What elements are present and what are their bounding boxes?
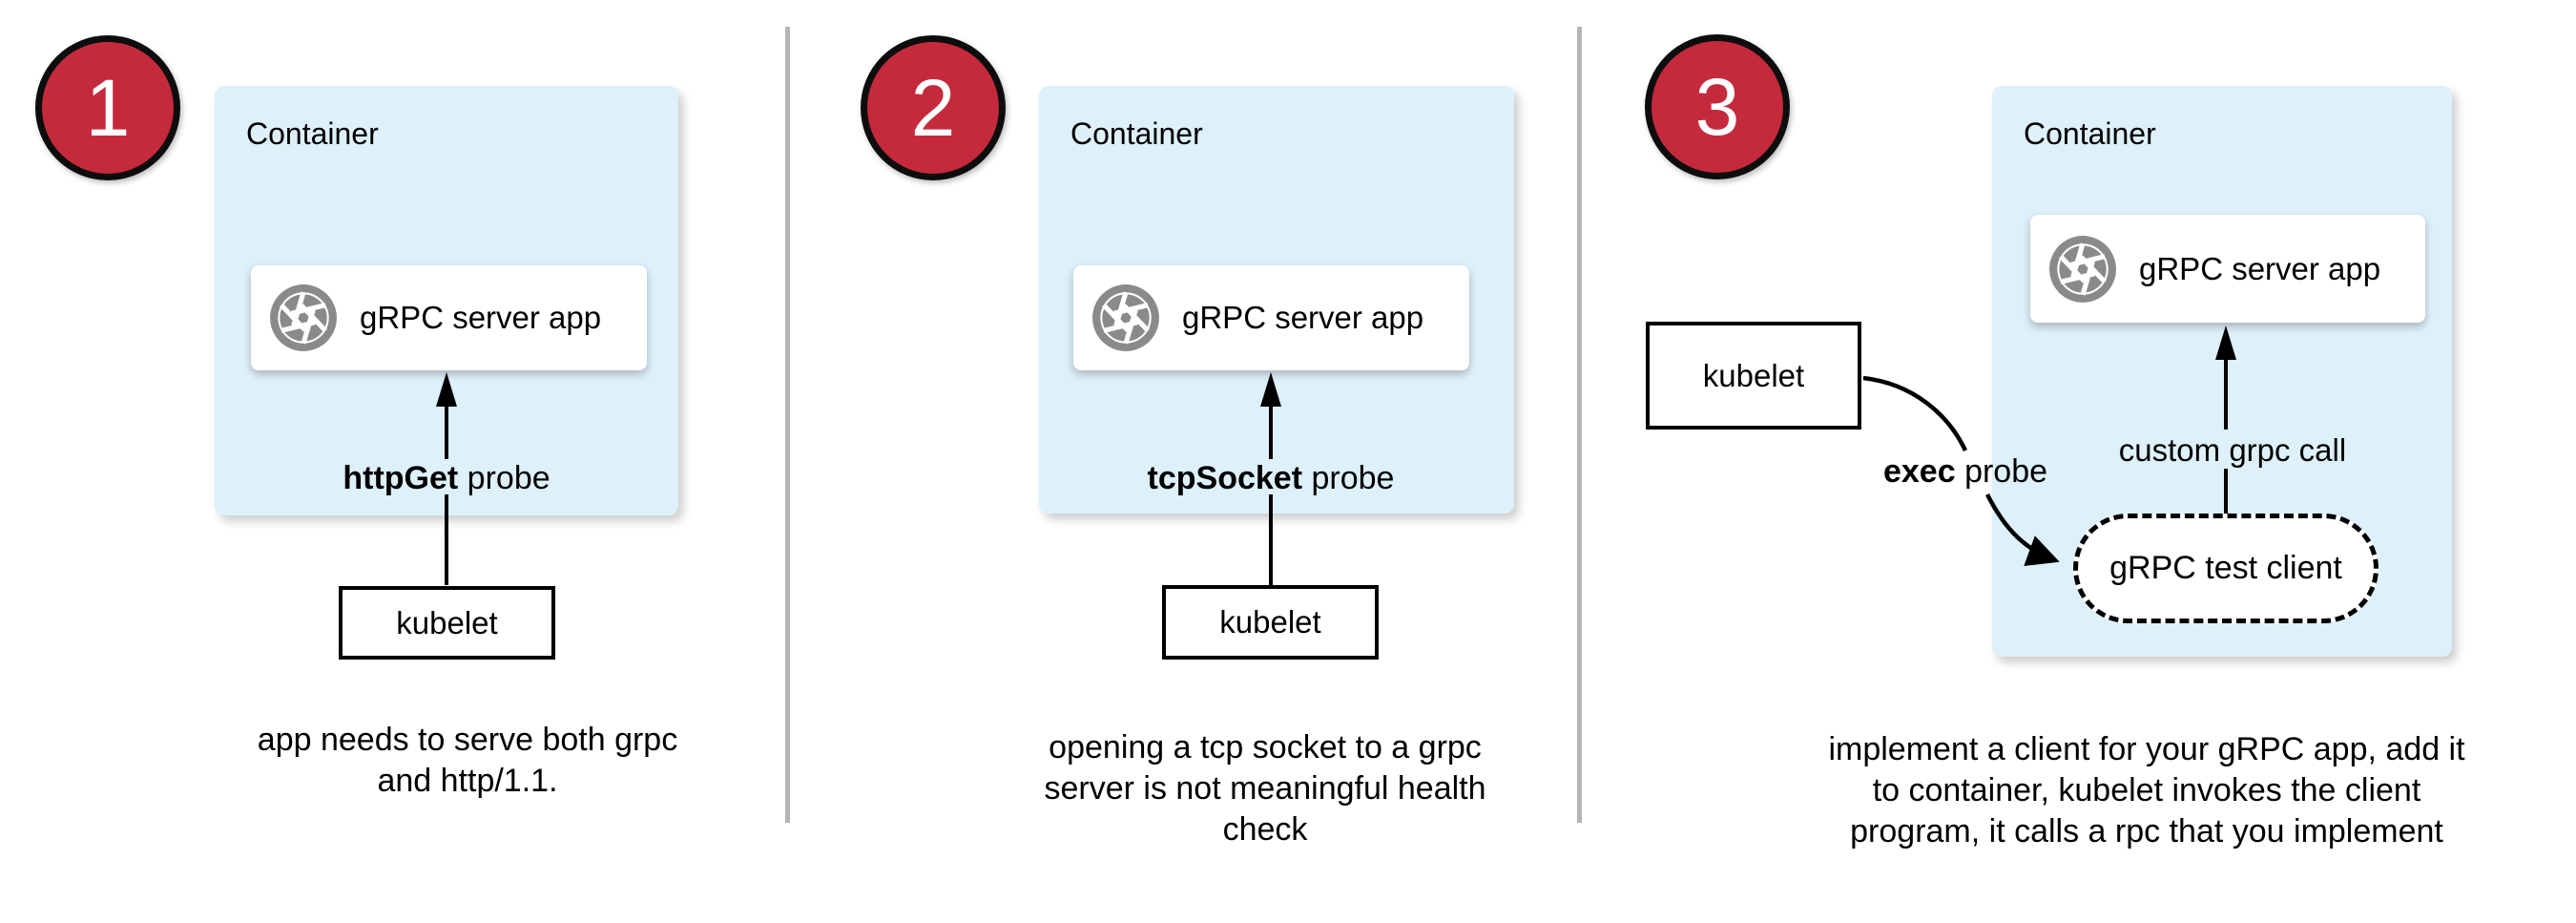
kubelet-label: kubelet [1219,604,1321,640]
aperture-icon [2047,234,2118,304]
step-badge-1: 1 [35,35,180,180]
container-label: Container [2024,116,2156,151]
probe-label-exec: exec probe [1883,453,2047,491]
aperture-icon [268,283,339,353]
probe-kind: httpGet [343,460,459,496]
container-label: Container [1070,116,1203,151]
kubelet-box-2: kubelet [1162,585,1379,660]
custom-grpc-call-label: custom grpc call [2118,432,2347,468]
grpc-server-app-label: gRPC server app [1182,300,1424,335]
probe-kind: exec [1882,453,1956,490]
grpc-server-app-box-2: gRPC server app [1073,265,1469,370]
step-badge-2: 2 [861,35,1006,180]
grpc-test-client-label: gRPC test client [2109,550,2342,586]
caption-2: opening a tcp socket to a grpc server is… [1044,727,1485,850]
caption-3: implement a client for your gRPC app, ad… [1828,729,2464,852]
probe-word: probe [458,460,551,496]
grpc-server-app-label: gRPC server app [2139,250,2381,286]
kubelet-box-1: kubelet [339,586,555,660]
probe-word: probe [1302,460,1395,496]
step-badge-3: 3 [1645,34,1790,179]
grpc-test-client-oval: gRPC test client [2073,514,2379,623]
probe-label-tcpsocket: tcpSocket probe [1148,460,1395,497]
caption-line: app needs to serve both grpc [257,722,678,758]
step-number: 2 [910,63,956,153]
caption-line: and http/1.1. [377,763,558,799]
kubelet-box-3: kubelet [1646,322,1861,430]
container-label: Container [246,116,379,151]
grpc-server-app-label: gRPC server app [360,300,602,335]
probe-word: probe [1955,453,2048,490]
caption-1: app needs to serve both grpc and http/1.… [258,720,677,802]
caption-line: program, it calls a rpc that you impleme… [1850,813,2443,850]
step-number: 3 [1694,62,1740,152]
grpc-server-app-box-3: gRPC server app [2030,215,2425,323]
kubelet-label: kubelet [396,604,498,640]
probe-kind: tcpSocket [1147,460,1303,496]
step-number: 1 [85,63,131,153]
caption-line: server is not meaningful health [1044,770,1486,807]
grpc-server-app-box-1: gRPC server app [251,265,647,370]
caption-line: opening a tcp socket to a grpc [1049,729,1482,766]
kubelet-label: kubelet [1702,357,1805,393]
probe-label-httpget: httpGet probe [343,460,550,497]
aperture-icon [1091,283,1161,353]
panel-divider-2 [1577,27,1582,823]
exec-arrow-upper-curve [1862,375,1968,451]
caption-line: check [1222,811,1308,848]
caption-line: to container, kubelet invokes the client [1872,772,2421,808]
caption-line: implement a client for your gRPC app, ad… [1828,731,2465,767]
panel-divider-1 [785,27,790,823]
